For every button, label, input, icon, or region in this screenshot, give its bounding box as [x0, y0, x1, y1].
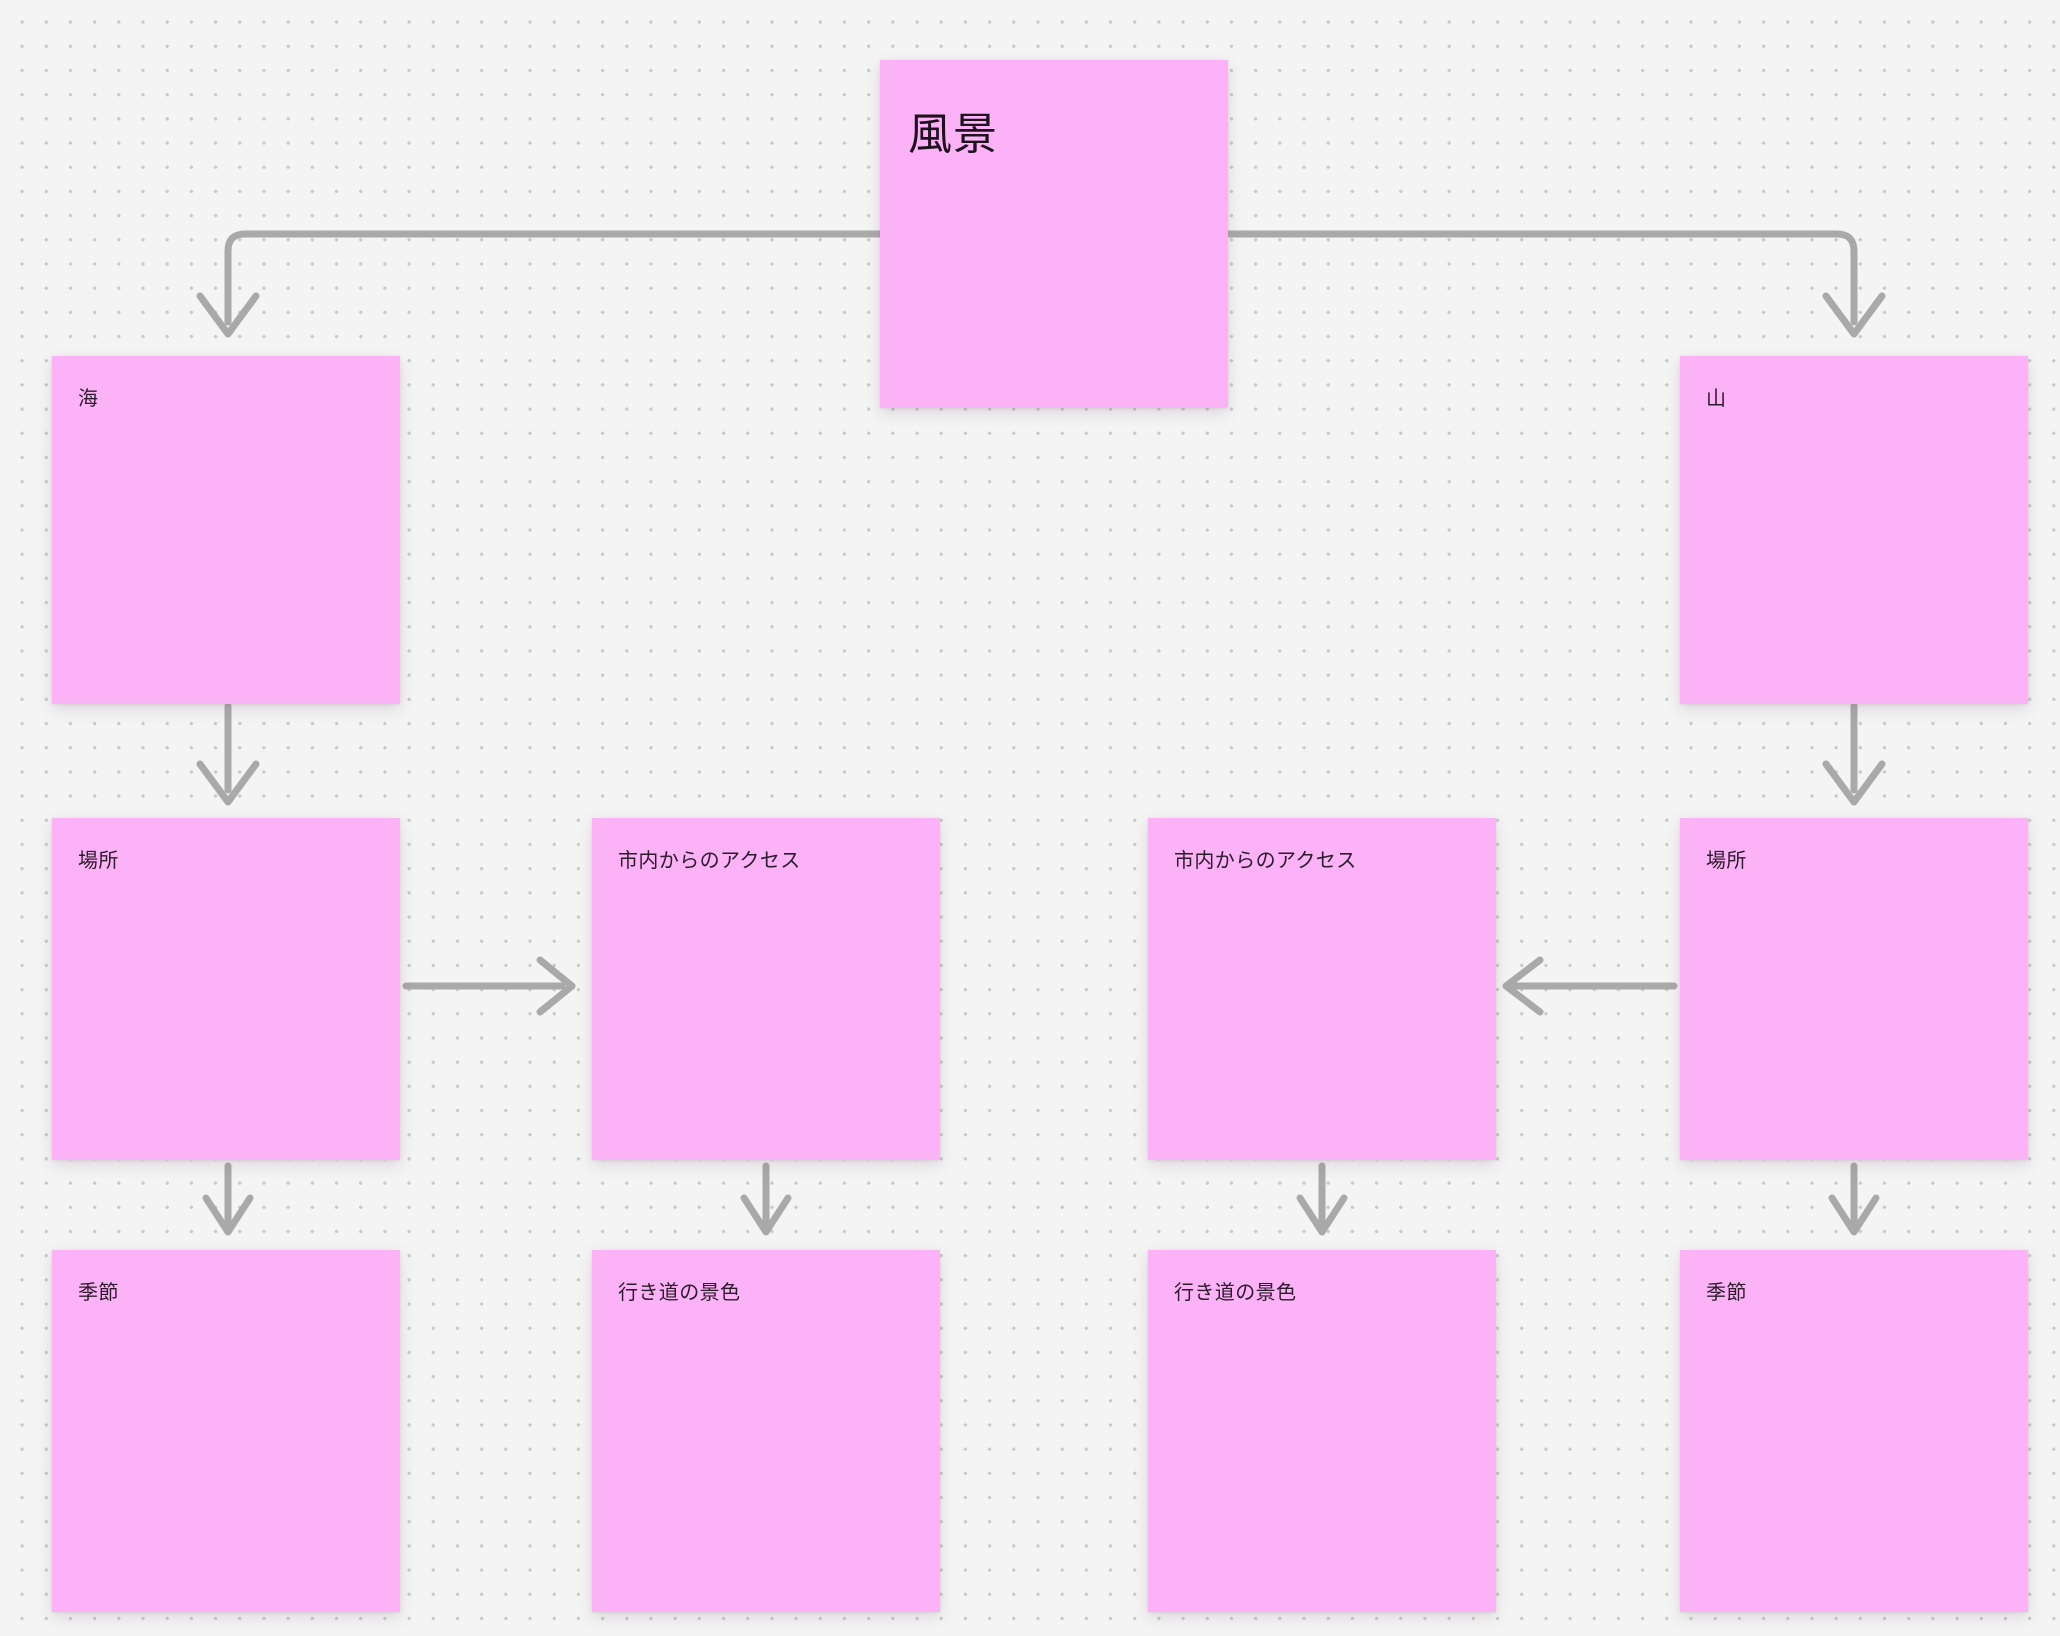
- edge-root-to-sea: [196, 230, 884, 338]
- edge-mtn-access-to-scenery: [1296, 1162, 1348, 1236]
- node-sea-place-label: 場所: [78, 850, 119, 872]
- edge-sea-place-to-access: [402, 956, 576, 1016]
- node-mountain-access[interactable]: 市内からのアクセス: [1148, 818, 1496, 1160]
- node-sea-label: 海: [78, 388, 99, 410]
- edge-sea-to-place: [196, 702, 260, 806]
- node-root-label: 風景: [908, 110, 998, 159]
- node-sea-access[interactable]: 市内からのアクセス: [592, 818, 940, 1160]
- edge-root-to-mountain: [1224, 230, 1886, 338]
- edge-mtn-place-to-access: [1502, 956, 1678, 1016]
- node-sea-season-label: 季節: [78, 1282, 119, 1304]
- node-sea-access-label: 市内からのアクセス: [618, 850, 801, 872]
- node-mountain-season[interactable]: 季節: [1680, 1250, 2028, 1612]
- edge-mountain-to-place: [1822, 702, 1886, 806]
- node-mountain-scenery-label: 行き道の景色: [1174, 1282, 1297, 1304]
- edge-mtn-place-to-season: [1828, 1162, 1880, 1236]
- node-sea[interactable]: 海: [52, 356, 400, 704]
- node-mountain-place[interactable]: 場所: [1680, 818, 2028, 1160]
- edge-sea-access-to-scenery: [740, 1162, 792, 1236]
- node-root[interactable]: 風景: [880, 60, 1228, 408]
- node-mountain-access-label: 市内からのアクセス: [1174, 850, 1357, 872]
- node-mountain-season-label: 季節: [1706, 1282, 1747, 1304]
- node-sea-place[interactable]: 場所: [52, 818, 400, 1160]
- node-sea-season[interactable]: 季節: [52, 1250, 400, 1612]
- node-mountain-scenery[interactable]: 行き道の景色: [1148, 1250, 1496, 1612]
- node-mountain[interactable]: 山: [1680, 356, 2028, 704]
- node-sea-scenery-label: 行き道の景色: [618, 1282, 741, 1304]
- node-sea-scenery[interactable]: 行き道の景色: [592, 1250, 940, 1612]
- node-mountain-label: 山: [1706, 388, 1727, 410]
- edge-sea-place-to-season: [202, 1162, 254, 1236]
- node-mountain-place-label: 場所: [1706, 850, 1747, 872]
